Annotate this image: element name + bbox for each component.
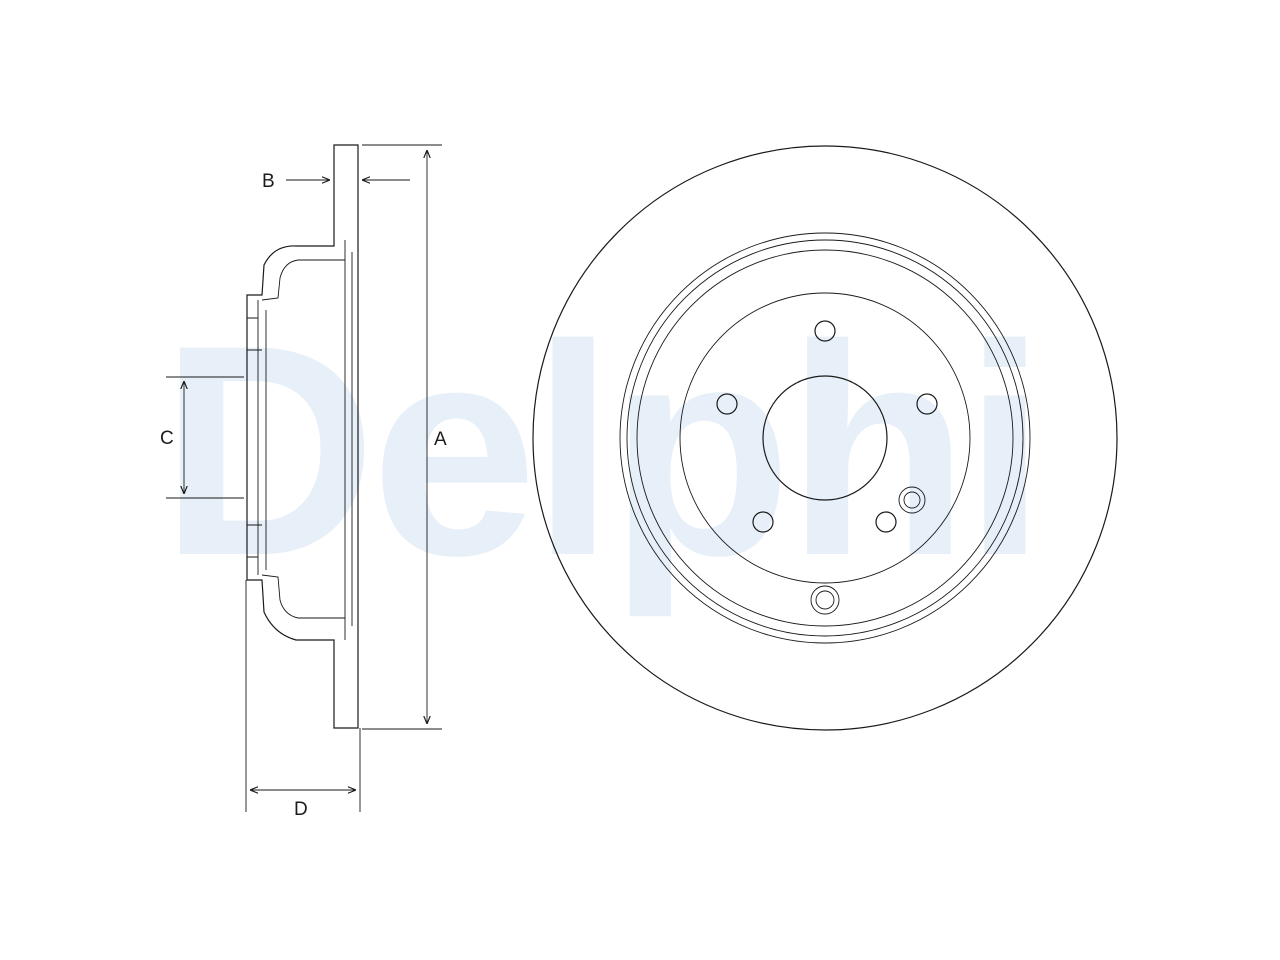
balance-hole-outer bbox=[810, 585, 840, 615]
hub-step-top bbox=[247, 317, 262, 351]
locating-screw-hole-outer bbox=[898, 486, 926, 514]
dim-b: B bbox=[262, 171, 410, 192]
dim-c: C bbox=[160, 376, 244, 499]
balance-hole-inner bbox=[815, 590, 835, 610]
front-view bbox=[532, 145, 1118, 731]
disc-section bbox=[246, 144, 359, 729]
dim-d-label: D bbox=[294, 799, 308, 820]
bolt-hole bbox=[875, 511, 897, 533]
side-view bbox=[246, 144, 359, 729]
delphi-watermark: Delphi bbox=[160, 282, 1047, 618]
bolt-hole bbox=[814, 320, 836, 342]
center-bore bbox=[762, 375, 888, 501]
hat-inner-contour bbox=[261, 259, 345, 619]
hub-face-edge bbox=[679, 292, 971, 584]
dim-a-label: A bbox=[434, 429, 447, 450]
dim-c-label: C bbox=[160, 428, 174, 449]
disc-outer-edge bbox=[532, 145, 1118, 731]
locating-screw-hole-inner bbox=[903, 491, 921, 509]
hub-step-bottom bbox=[247, 524, 262, 558]
bolt-hole bbox=[752, 511, 774, 533]
braking-ring-inner-edge bbox=[619, 232, 1031, 644]
dim-d: D bbox=[245, 580, 361, 820]
hat-outer-edge bbox=[636, 249, 1014, 627]
bolt-hole bbox=[716, 393, 738, 415]
dim-a: A bbox=[362, 144, 447, 730]
dim-b-label: B bbox=[262, 171, 275, 192]
braking-ring-inner-edge-2 bbox=[626, 239, 1024, 637]
bolt-hole bbox=[916, 393, 938, 415]
